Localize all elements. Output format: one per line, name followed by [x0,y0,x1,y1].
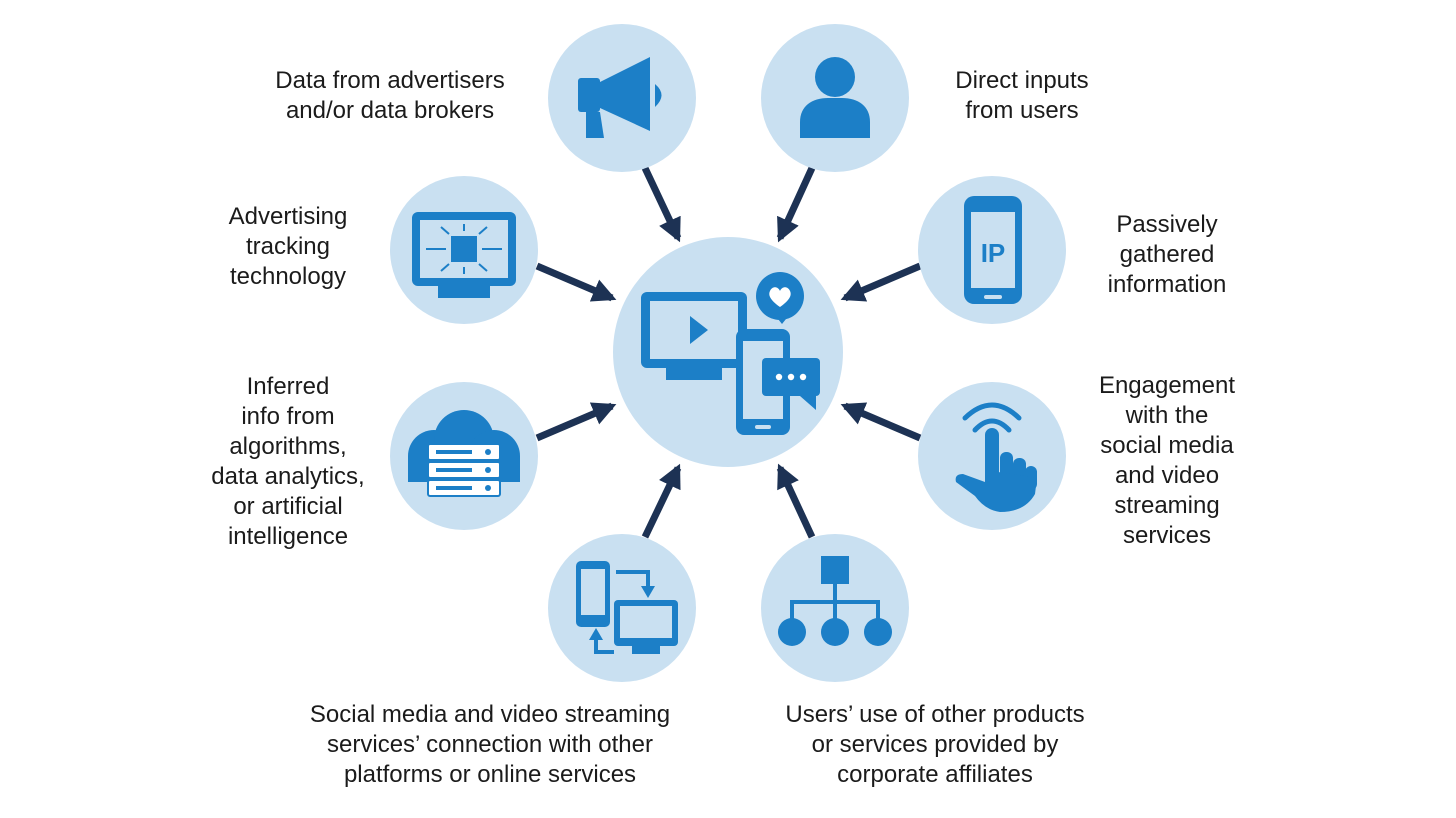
arrow-passive [840,262,922,302]
label-engagement: Engagement with the social media and vid… [1098,372,1236,549]
hub [613,237,843,467]
ip-phone-icon: IP [964,196,1022,304]
label-inferred: Inferred info from algorithms, data anal… [211,373,365,550]
arrow-inferred [535,402,617,442]
node-engagement [918,382,1066,530]
node-inferred [390,382,538,530]
devices-media-icon [641,272,820,435]
arrow-users [776,166,816,243]
arrow-tracking [535,262,617,302]
node-affiliates [761,534,909,682]
arrows [535,166,922,539]
arrow-engagement [840,402,922,442]
org-chart-icon [778,556,892,646]
node-advertisers [548,24,696,172]
label-tracking: Advertising tracking technology [228,203,348,290]
megaphone-icon [578,57,662,138]
node-passive: IP [918,176,1066,324]
arrow-advertisers [641,166,682,243]
tracking-monitor-icon [412,212,516,298]
label-connections: Social media and video streaming service… [309,701,671,788]
node-users [761,24,909,172]
label-advertisers: Data from advertisers and/or data broker… [275,67,505,124]
label-affiliates: Users’ use of other products or services… [785,701,1085,788]
cloud-server-icon [408,410,520,497]
arrow-connections [641,463,682,539]
label-users: Direct inputs from users [955,67,1089,124]
svg-text:IP: IP [981,238,1006,268]
device-sync-icon [576,561,678,654]
node-tracking [390,176,538,324]
touch-hand-icon [955,402,1037,512]
user-icon [800,57,870,138]
node-connections [548,534,696,682]
arrow-affiliates [776,463,816,539]
label-passive: Passively gathered information [1107,211,1227,298]
